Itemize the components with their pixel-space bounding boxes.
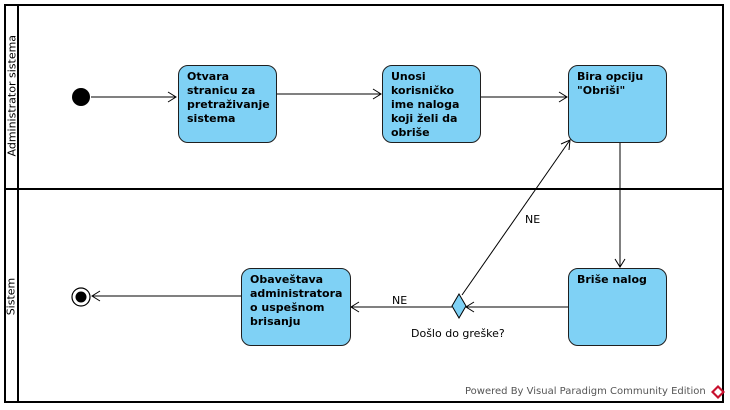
decision-node [451,293,467,319]
action-notify-admin: Obaveštava administratora o uspešnom bri… [241,268,351,346]
action-choose-delete-option: Bira opciju "Obriši" [568,65,667,143]
powered-by-footer: Powered By Visual Paradigm Community Edi… [465,386,706,397]
decision-label: Došlo do greške? [411,327,505,340]
swimlane-divider [4,188,724,190]
edge-decision-to-choose [461,139,571,296]
visual-paradigm-logo-icon [711,385,725,399]
action-open-search-page: Otvara stranicu za pretraživanje sistema [178,65,277,143]
action-delete-account: Briše nalog [568,268,667,346]
activity-diagram-frame [4,4,724,403]
guard-label-left: NE [392,294,408,307]
swimlane-header-bar [17,4,19,403]
guard-label-up: NE [525,213,541,226]
final-node-core [75,291,87,303]
initial-node [72,88,90,106]
action-enter-username: Unosi korisničko ime naloga koji želi da… [382,65,481,143]
